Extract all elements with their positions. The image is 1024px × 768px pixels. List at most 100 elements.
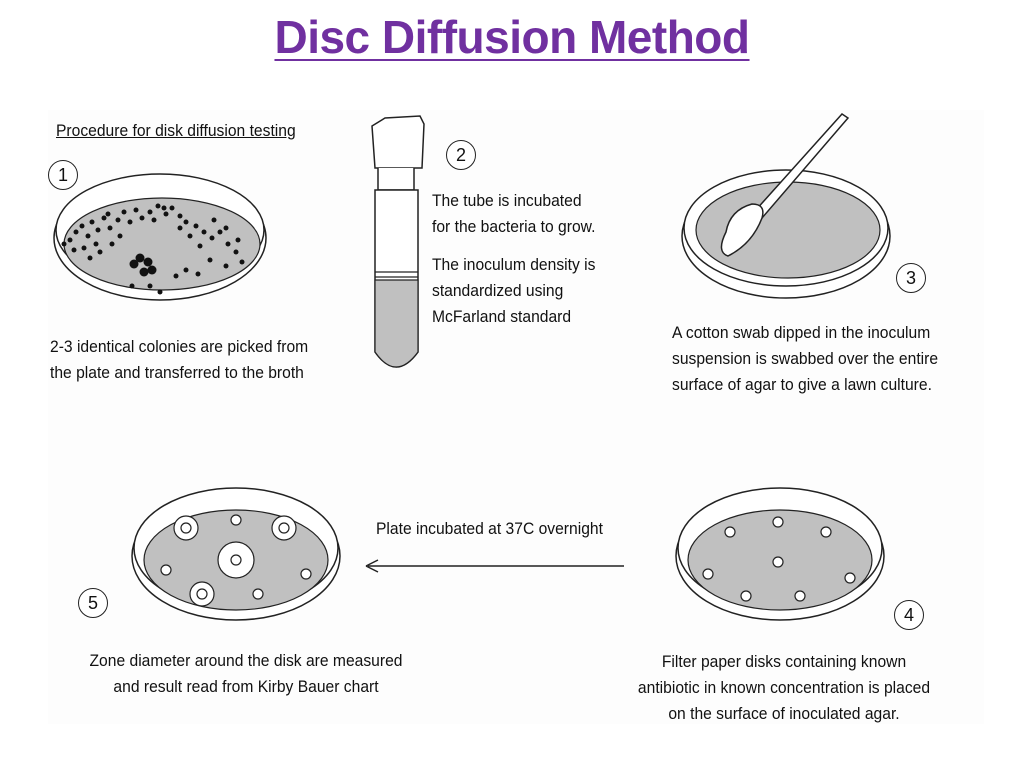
colony-dot [97, 249, 103, 255]
step-2-line-5: standardized using [432, 281, 564, 300]
step-1-line-1: 2-3 identical colonies are picked from [50, 337, 309, 356]
colony-dot [173, 273, 179, 279]
colony-dot [127, 219, 133, 225]
step-2-spacer [432, 240, 595, 252]
colony-dot [129, 283, 135, 289]
petri-dish-swab [681, 113, 891, 299]
colony-dot [101, 215, 107, 221]
colony-dot [135, 253, 145, 263]
colony-dot [95, 227, 101, 233]
test-tube-icon [371, 115, 425, 368]
colony-dot [67, 237, 73, 243]
colony-dot [61, 241, 67, 247]
colony-dot [115, 217, 121, 223]
filter-paper-disk [844, 572, 856, 584]
colony-dot [207, 257, 213, 263]
antibiotic-disk [160, 564, 172, 576]
procedure-heading: Procedure for disk diffusion testing [56, 121, 296, 140]
colony-dot [223, 263, 229, 269]
filter-paper-disk [724, 526, 736, 538]
step-3-line-1: A cotton swab dipped in the inoculum [672, 323, 931, 342]
colony-dot [109, 241, 115, 247]
colony-dot [121, 209, 127, 215]
colony-dot [133, 207, 139, 213]
colony-dot [233, 249, 239, 255]
colony-dot [187, 233, 193, 239]
colony-dot [93, 241, 99, 247]
arrow-label: Plate incubated at 37C overnight [376, 519, 603, 538]
step-2-line-2: for the bacteria to grow. [432, 217, 596, 236]
antibiotic-disk [278, 522, 290, 534]
step-4-line-2: antibiotic in known concentration is pla… [637, 678, 931, 697]
step-3-line-3: surface of agar to give a lawn culture. [672, 375, 932, 394]
step-1-text: 2-3 identical colonies are picked from t… [50, 334, 308, 386]
step-4-text: Filter paper disks containing known anti… [609, 649, 959, 727]
left-arrow-icon [365, 559, 624, 573]
colony-dot [147, 265, 157, 275]
step-number-3: 3 [896, 263, 926, 293]
filter-paper-disk [772, 516, 784, 528]
colony-dot [71, 247, 77, 253]
colony-dot [79, 223, 85, 229]
colony-dot [235, 237, 241, 243]
antibiotic-disk [230, 514, 242, 526]
step-number-1: 1 [48, 160, 78, 190]
colony-dot [81, 245, 87, 251]
step-2-line-1: The tube is incubated [432, 191, 582, 210]
colony-dot [223, 225, 229, 231]
step-2-line-6: McFarland standard [432, 307, 572, 326]
step-number-5: 5 [78, 588, 108, 618]
colony-dot [177, 213, 183, 219]
filter-paper-disk [820, 526, 832, 538]
step-2-text: The tube is incubated for the bacteria t… [432, 188, 595, 330]
colony-dot [163, 211, 169, 217]
colony-dot [183, 267, 189, 273]
petri-dish-colonies [53, 173, 267, 301]
antibiotic-disk [230, 554, 242, 566]
colony-dot [201, 229, 207, 235]
step-4-line-1: Filter paper disks containing known [661, 652, 907, 671]
colony-dot [155, 203, 161, 209]
colony-dot [87, 255, 93, 261]
step-1-line-2: the plate and transferred to the broth [50, 363, 304, 382]
step-3-text: A cotton swab dipped in the inoculum sus… [672, 320, 938, 398]
colony-dot [139, 215, 145, 221]
colony-dot [161, 205, 167, 211]
step-number-2: 2 [446, 140, 476, 170]
antibiotic-disk [196, 588, 208, 600]
colony-dot [183, 219, 189, 225]
colony-dot [211, 217, 217, 223]
step-number-4: 4 [894, 600, 924, 630]
antibiotic-disk [180, 522, 192, 534]
petri-dish-zones [131, 487, 341, 621]
page-title: Disc Diffusion Method [274, 11, 750, 63]
colony-dot [239, 259, 245, 265]
filter-paper-disk [702, 568, 714, 580]
step-5-line-2: and result read from Kirby Bauer chart [113, 677, 379, 696]
antibiotic-disk [252, 588, 264, 600]
colony-dot [105, 211, 111, 217]
colony-dot [169, 205, 175, 211]
colony-dot [89, 219, 95, 225]
colony-dot [195, 271, 201, 277]
filter-paper-disk [772, 556, 784, 568]
step-5-text: Zone diameter around the disk are measur… [62, 648, 430, 700]
colony-dot [217, 229, 223, 235]
colony-dot [151, 217, 157, 223]
colony-dot [147, 209, 153, 215]
filter-paper-disk [740, 590, 752, 602]
colony-dot [143, 257, 153, 267]
colony-dot [209, 235, 215, 241]
step-3-line-2: suspension is swabbed over the entire [672, 349, 939, 368]
colony-dot [225, 241, 231, 247]
petri-dish-disks [675, 487, 885, 621]
step-5-line-1: Zone diameter around the disk are measur… [89, 651, 403, 670]
colony-dot [157, 289, 163, 295]
colony-dot [129, 259, 139, 269]
step-2-line-4: The inoculum density is [432, 255, 596, 274]
colony-dot [193, 223, 199, 229]
colony-dot [177, 225, 183, 231]
filter-paper-disk [794, 590, 806, 602]
antibiotic-disk [300, 568, 312, 580]
